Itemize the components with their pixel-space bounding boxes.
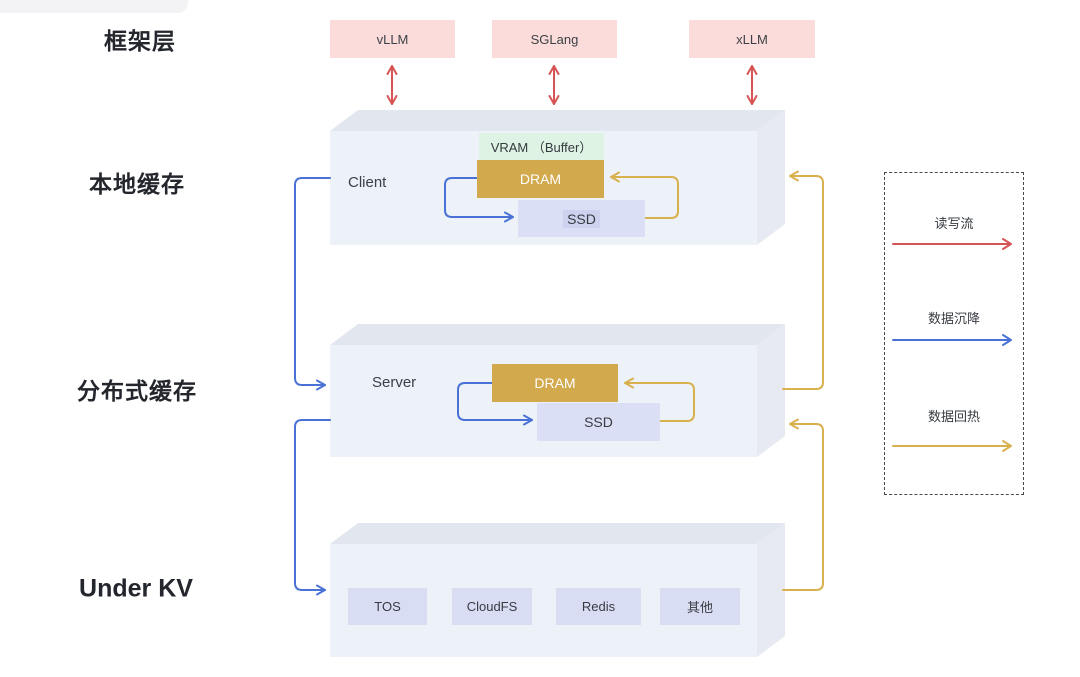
client-label: Client (348, 174, 387, 191)
server-label: Server (372, 374, 417, 391)
reheat-server-to-client (782, 170, 824, 390)
corner-artifact (0, 0, 188, 13)
client-ssd-label: SSD (563, 209, 600, 228)
reheat-underkv-to-server (782, 418, 824, 591)
sink-server-to-underkv (294, 419, 331, 596)
legend-arrow-data-sink (892, 334, 1012, 346)
server-ssd-box: SSD (537, 403, 660, 441)
sink-server-dram-to-ssd (457, 382, 533, 426)
backend-box-cloudfs: CloudFS (452, 588, 532, 625)
server-dram-box: DRAM (492, 364, 618, 402)
sink-client-to-server (294, 177, 331, 391)
row-label-distributed-cache: 分布式缓存 (77, 378, 197, 404)
legend-arrow-data-reheat (892, 440, 1012, 452)
legend-label-data-sink: 数据沉降 (927, 311, 980, 326)
backend-box-other: 其他 (660, 588, 740, 625)
row-label-under-kv: Under KV (79, 574, 193, 603)
legend-arrow-read-write (892, 238, 1012, 250)
legend-label-data-reheat: 数据回热 (927, 409, 980, 424)
reheat-client-ssd-to-dram (610, 171, 679, 219)
legend-box: 读写流 数据沉降 数据回热 (884, 172, 1024, 495)
backend-box-redis: Redis (556, 588, 641, 625)
client-ssd-box: SSD (518, 200, 645, 237)
legend-label-read-write: 读写流 (934, 216, 974, 231)
row-label-framework: 框架层 (104, 28, 176, 54)
framework-box-sglang: SGLang (492, 20, 617, 58)
client-vram-buffer-box: VRAM （Buffer） (479, 133, 604, 160)
backend-box-tos: TOS (348, 588, 427, 625)
row-label-local-cache: 本地缓存 (89, 171, 185, 197)
client-dram-box: DRAM (477, 160, 604, 198)
framework-box-vllm: vLLM (330, 20, 455, 58)
reheat-server-ssd-to-dram (624, 377, 695, 422)
framework-box-xllm: xLLM (689, 20, 815, 58)
sink-client-dram-to-ssd (444, 177, 514, 223)
